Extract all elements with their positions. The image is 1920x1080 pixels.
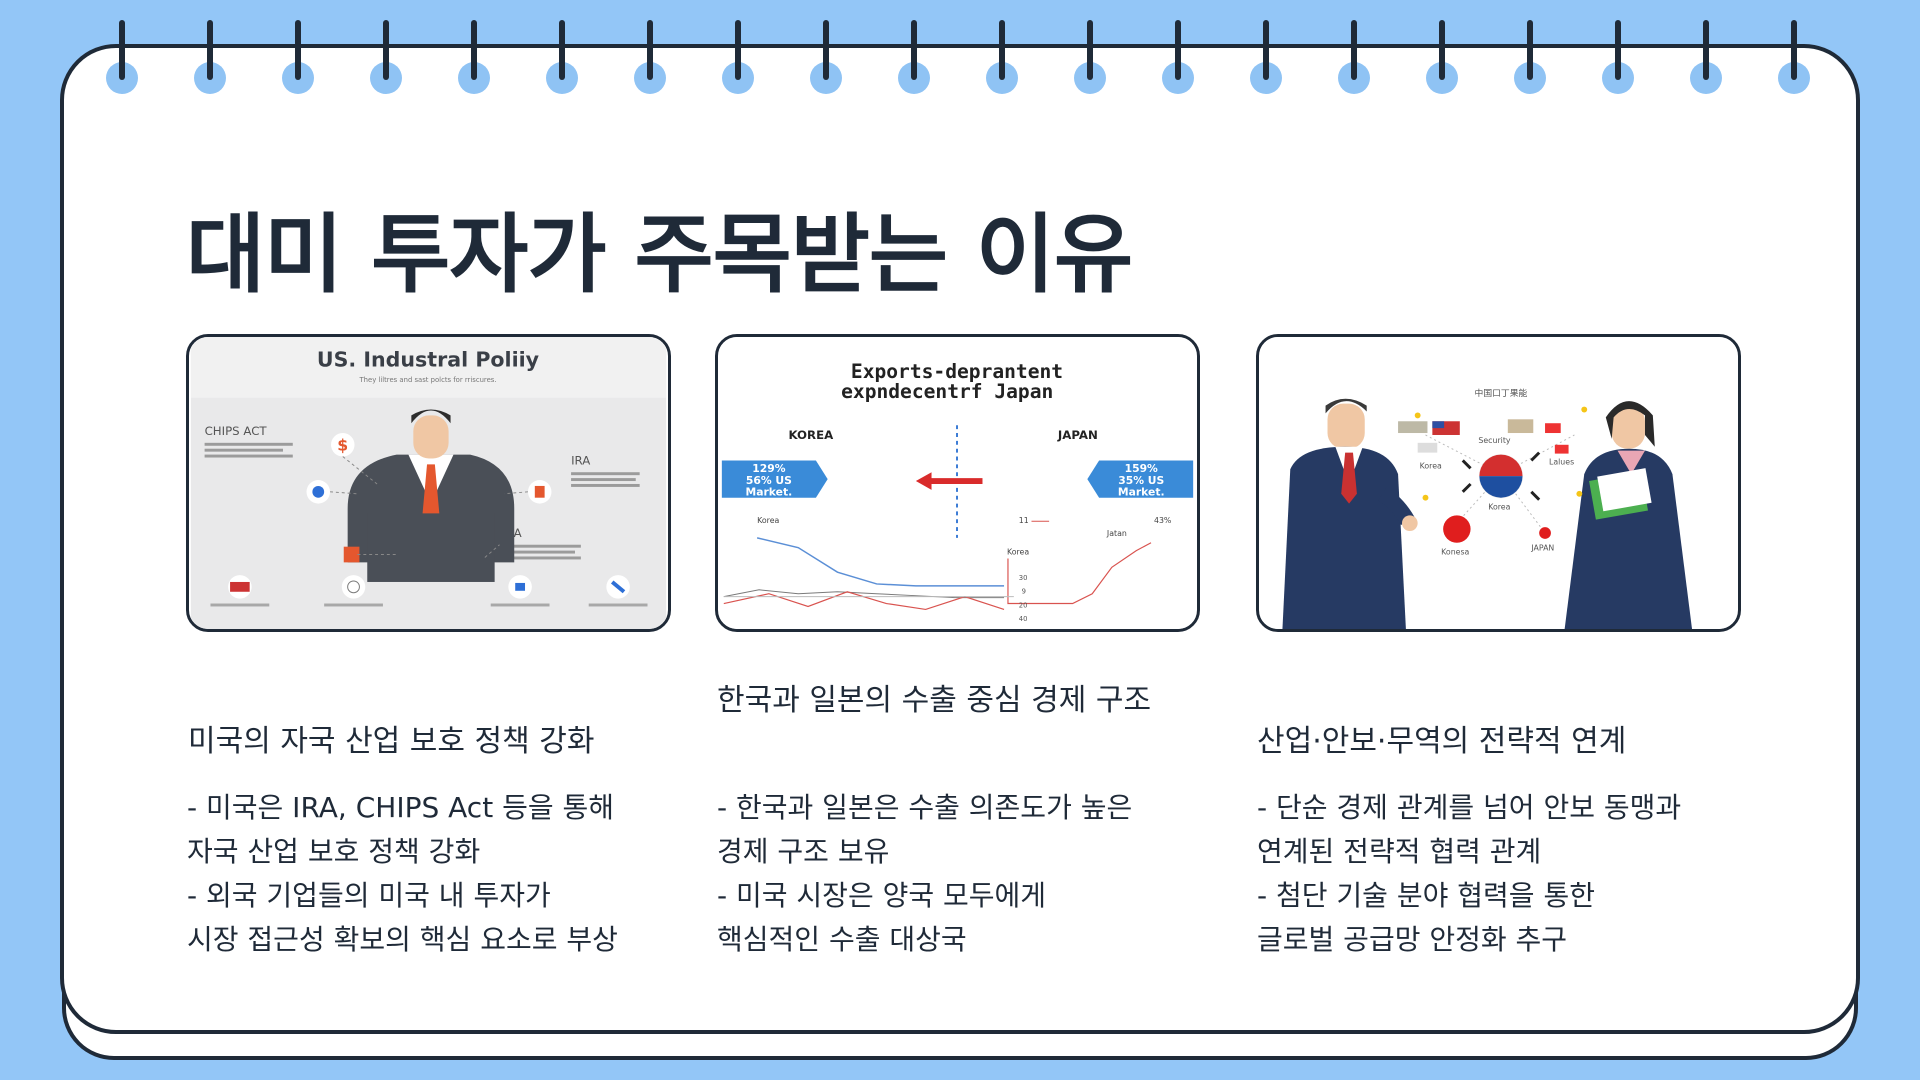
column-1-line-4: 시장 접근성 확보의 핵심 요소로 부상 (187, 923, 618, 956)
image2-left-box-3: Market. (746, 486, 793, 499)
binding-ring (458, 20, 490, 94)
binding-ring (986, 20, 1018, 94)
column-2-line-2: 경제 구조 보유 (717, 835, 890, 868)
slide-title: 대미 투자가 주목받는 이유 (186, 205, 1133, 305)
binding-ring (194, 20, 226, 94)
image2-left-box-2: 56% US (746, 474, 792, 487)
binding-ring (810, 20, 842, 94)
image2-left-box-1: 129% (752, 462, 785, 475)
strategic-partnership-image: 中国口丁果能 Security Korea Lalues Korea (1256, 334, 1741, 632)
image3-label-japan: JAPAN (1530, 544, 1554, 553)
column-3-line-2: 연계된 전략적 협력 관계 (1257, 835, 1542, 868)
image2-heading-2: expndecentrf Japan (841, 380, 1053, 403)
image2-korea-line-label: Korea (1007, 548, 1029, 557)
binding-ring (1602, 20, 1634, 94)
column-3-line-3: - 첨단 기술 분야 협력을 통한 (1257, 879, 1595, 912)
image2-right-pct: 43% (1154, 516, 1171, 525)
column-2-line-4: 핵심적인 수출 대상국 (717, 923, 967, 956)
binding-ring (1162, 20, 1194, 94)
binding-ring (1338, 20, 1370, 94)
column-1-line-2: 자국 산업 보호 정책 강화 (187, 835, 481, 868)
column-1-heading: 미국의 자국 산업 보호 정책 강화 (188, 724, 595, 759)
binding-ring (1074, 20, 1106, 94)
binding-ring (898, 20, 930, 94)
image2-right-top: 11 (1019, 516, 1029, 525)
image2-right-box-3: Market. (1118, 486, 1165, 499)
image3-label-security: Security (1478, 436, 1511, 445)
image3-label-konesa: Konesa (1441, 548, 1469, 557)
column-2-line-1: - 한국과 일본은 수출 의존도가 높은 (717, 791, 1133, 824)
column-3-body: - 단순 경제 관계를 넘어 안보 동맹과 연계된 전략적 협력 관계 - 첨단… (1257, 786, 1747, 962)
svg-text:$: $ (337, 436, 348, 455)
image1-label-ira-1: IRA (571, 453, 590, 467)
binding-ring (370, 20, 402, 94)
svg-text:9: 9 (1022, 588, 1026, 596)
image2-heading-1: Exports-deprantent (851, 360, 1063, 383)
image2-korea-small: Korea (757, 516, 779, 525)
column-1-line-3: - 외국 기업들의 미국 내 투자가 (187, 879, 551, 912)
column-1-line-1: - 미국은 IRA, CHIPS Act 등을 통해 (187, 791, 615, 824)
binding-ring (106, 20, 138, 94)
binding-ring (546, 20, 578, 94)
us-industrial-policy-image: US. Industral Poliiy They liltres and sa… (186, 334, 671, 632)
binding-ring (1426, 20, 1458, 94)
binding-ring (1514, 20, 1546, 94)
image2-japan-label: JAPAN (1057, 428, 1098, 442)
image1-heading: US. Industral Poliiy (317, 347, 540, 371)
column-3-heading: 산업·안보·무역의 전략적 연계 (1257, 724, 1627, 759)
binding-ring (1778, 20, 1810, 94)
binding-ring (634, 20, 666, 94)
image3-label-korea-1: Korea (1420, 461, 1442, 470)
image3-top-text: 中国口丁果能 (1475, 387, 1528, 399)
binding-ring (722, 20, 754, 94)
image1-subheading: They liltres and sast polcts for rriscur… (358, 376, 496, 384)
column-2-body: - 한국과 일본은 수출 의존도가 높은 경제 구조 보유 - 미국 시장은 양… (717, 786, 1207, 962)
binding-ring (1250, 20, 1282, 94)
svg-text:40: 40 (1019, 615, 1028, 623)
image1-label-chips: CHIPS ACT (205, 424, 268, 438)
column-3-line-1: - 단순 경제 관계를 넘어 안보 동맹과 (1257, 791, 1682, 824)
column-1-body: - 미국은 IRA, CHIPS Act 등을 통해 자국 산업 보호 정책 강… (187, 786, 677, 962)
image2-korea-label: KOREA (788, 428, 834, 442)
exports-dependence-image: Exports-deprantent expndecentrf Japan KO… (715, 334, 1200, 632)
svg-text:30: 30 (1019, 574, 1028, 582)
image2-japan-small: Jatan (1106, 529, 1127, 538)
column-2-line-3: - 미국 시장은 양국 모두에게 (717, 879, 1047, 912)
image2-right-box-2: 35% US (1118, 474, 1164, 487)
image3-label-lalues: Lalues (1549, 457, 1574, 466)
image2-right-box-1: 159% (1125, 462, 1158, 475)
binding-ring (282, 20, 314, 94)
column-3-line-4: 글로벌 공급망 안정화 추구 (1257, 923, 1568, 956)
binding-ring (1690, 20, 1722, 94)
image3-label-korea-2: Korea (1488, 502, 1510, 511)
svg-text:20: 20 (1019, 601, 1028, 609)
column-2-heading: 한국과 일본의 수출 중심 경제 구조 (717, 683, 1152, 718)
